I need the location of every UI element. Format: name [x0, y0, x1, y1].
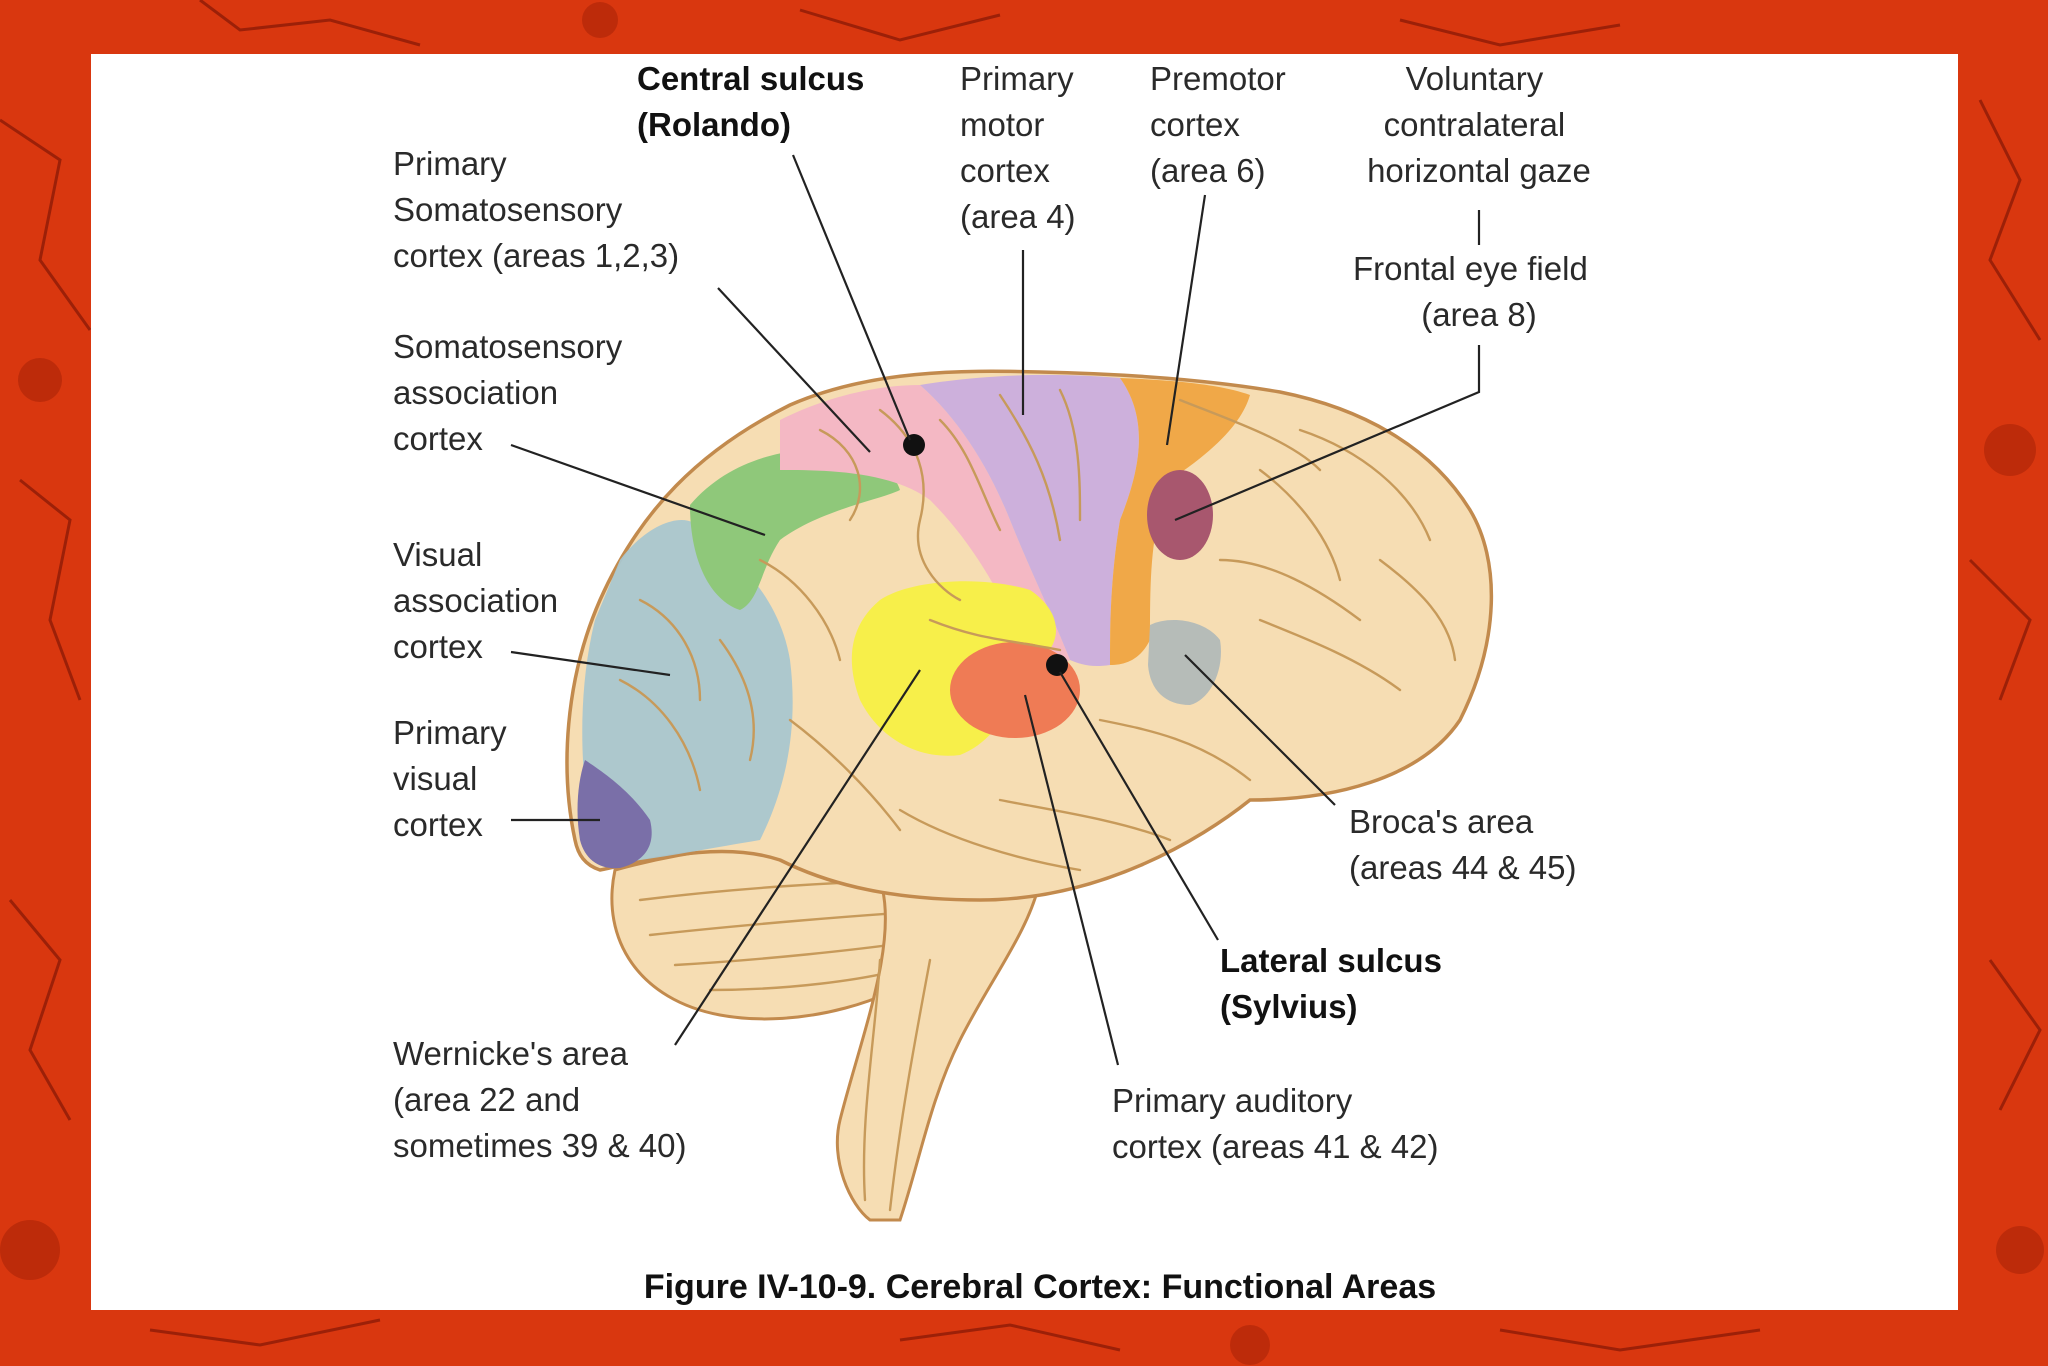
primary-motor-label: Primary motor cortex (area 4)	[960, 60, 1083, 235]
broca-label: Broca's area (areas 44 & 45)	[1349, 803, 1576, 886]
wernicke-label: Wernicke's area (area 22 and sometimes 3…	[393, 1035, 686, 1164]
lateral-sulcus-marker	[1046, 654, 1068, 676]
frontal-eye-field-label: Frontal eye field (area 8)	[1353, 250, 1597, 333]
primary-somatosensory-label: Primary Somatosensory cortex (areas 1,2,…	[393, 145, 679, 274]
leader-lines	[510, 154, 1481, 1066]
central-sulcus-label: Central sulcus (Rolando)	[637, 60, 874, 143]
brainstem	[835, 878, 1042, 1222]
figure-caption: Figure IV-10-9. Cerebral Cortex: Functio…	[644, 1268, 1436, 1306]
central-sulcus-marker	[903, 434, 925, 456]
visual-association-label: Visual association cortex	[393, 536, 567, 665]
premotor-label: Premotor cortex (area 6)	[1150, 60, 1295, 189]
premotor-region	[1110, 378, 1250, 665]
primary-visual-label: Primary visual cortex	[393, 714, 516, 843]
broca-region	[1148, 620, 1221, 705]
primary-auditory-label: Primary auditory cortex (areas 41 & 42)	[1112, 1082, 1439, 1165]
lateral-sulcus-label: Lateral sulcus (Sylvius)	[1220, 942, 1451, 1025]
somatosensory-association-region	[690, 449, 900, 610]
voluntary-gaze-label: Voluntary contralateral horizontal gaze	[1367, 60, 1591, 189]
gyri-pattern	[618, 388, 1457, 872]
frontal-eye-field-region	[1147, 470, 1213, 560]
primary-somatosensory-region	[780, 385, 1070, 665]
brainstem-lines	[862, 958, 932, 1212]
primary-motor-region	[920, 374, 1139, 667]
somatosensory-association-label: Somatosensory association cortex	[393, 328, 631, 457]
primary-visual-region	[577, 760, 652, 869]
